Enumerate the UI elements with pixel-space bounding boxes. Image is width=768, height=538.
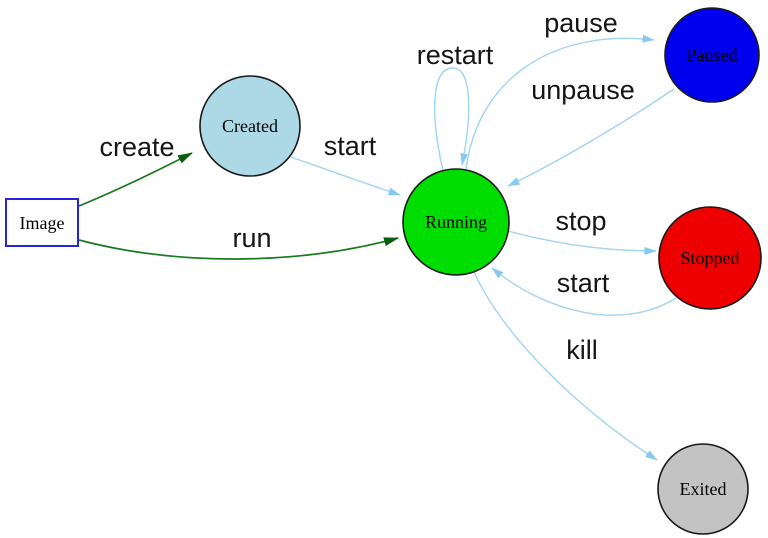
- edge-restart-self-loop: restart: [417, 40, 494, 172]
- edge-run-label: run: [232, 223, 271, 253]
- node-stopped-label: Stopped: [680, 248, 739, 268]
- edge-unpause: unpause: [507, 75, 675, 187]
- node-created-label: Created: [222, 116, 278, 136]
- node-paused-label: Paused: [687, 45, 738, 65]
- node-created-circle: [199, 75, 301, 177]
- node-running-label: Running: [425, 212, 487, 232]
- node-running: Running: [402, 168, 510, 276]
- edge-start-stopped-running-label: start: [557, 268, 610, 298]
- edge-kill-path: [473, 271, 658, 461]
- node-stopped-circle: [658, 206, 762, 310]
- edge-stop: stop: [507, 206, 657, 255]
- node-exited-circle: [657, 443, 749, 535]
- edge-kill: kill: [473, 271, 658, 461]
- edge-start-stopped-running-path: [491, 267, 677, 316]
- edge-create-path: [78, 152, 193, 207]
- edge-pause: pause: [465, 8, 655, 170]
- edge-stop-label: stop: [555, 206, 606, 236]
- edge-start-created-running-path: [290, 156, 401, 196]
- node-paused-circle: [664, 7, 760, 103]
- node-created: Created: [199, 75, 301, 177]
- node-exited: Exited: [657, 443, 749, 535]
- edge-unpause-label: unpause: [531, 75, 635, 105]
- edge-start-stopped-running: start: [491, 267, 677, 316]
- edge-run: run: [78, 223, 399, 260]
- node-image: Image: [5, 198, 79, 247]
- node-running-circle: [402, 168, 510, 276]
- edge-restart-path: [433, 67, 470, 172]
- edge-create-label: create: [99, 132, 174, 162]
- edge-start-created-running: start: [290, 131, 401, 196]
- edge-pause-path: [465, 34, 655, 170]
- node-image-label: Image: [20, 213, 65, 233]
- node-paused: Paused: [664, 7, 760, 103]
- edge-pause-label: pause: [544, 8, 618, 38]
- edge-run-path: [78, 237, 399, 260]
- edge-kill-label: kill: [566, 335, 598, 365]
- edge-create: create: [78, 132, 193, 207]
- node-stopped: Stopped: [658, 206, 762, 310]
- edge-start-created-running-label: start: [324, 131, 377, 161]
- node-image-box: [5, 198, 79, 247]
- node-exited-label: Exited: [680, 479, 727, 499]
- edge-restart-label: restart: [417, 40, 494, 70]
- edge-unpause-path: [507, 88, 675, 187]
- edge-stop-path: [507, 230, 657, 255]
